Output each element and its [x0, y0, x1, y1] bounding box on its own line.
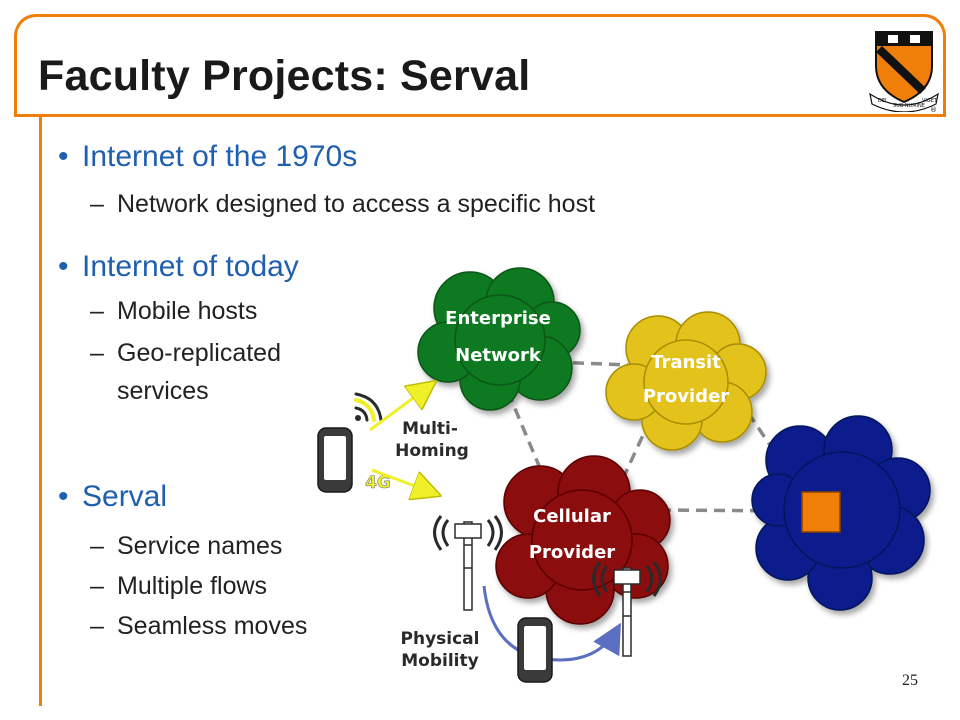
title-divider [14, 114, 946, 117]
bullet-internet-today: • Internet of today [58, 250, 299, 284]
4g-label: 4G [365, 473, 391, 493]
cellular-label-line2: Provider [529, 542, 615, 563]
enterprise-label-line1: Enterprise [445, 308, 551, 329]
bullet-dash: – [90, 612, 104, 640]
enterprise-network-cloud [417, 267, 581, 411]
bullet-dash: – [90, 190, 104, 218]
multihoming-label-line1: Multi- [402, 419, 458, 439]
bullet-dash: – [90, 532, 104, 560]
bullet-text: Internet of today [82, 250, 299, 283]
server-icon [801, 491, 841, 533]
sub-bullet-text: Multiple flows [117, 572, 268, 600]
sub-bullet: –Multiple flows [90, 570, 267, 602]
slide-title: Faculty Projects: Serval [38, 52, 531, 100]
sub-bullet: –Geo-replicated [90, 337, 281, 369]
sub-bullet: –Service names [90, 530, 282, 562]
bullet-dash: – [90, 339, 104, 367]
bullet-internet-1970s: • Internet of the 1970s [58, 140, 357, 174]
arrow-to-enterprise [369, 384, 432, 432]
physical-mobility-line2: Mobility [401, 651, 478, 671]
logo-banner-left: DEI [878, 98, 886, 104]
arrow-to-cellular [371, 468, 436, 494]
transit-label-line1: Transit [651, 352, 721, 373]
bullet-dot: • [58, 140, 69, 173]
cellular-label-line1: Cellular [533, 506, 611, 527]
transit-provider-cloud [605, 311, 767, 451]
mobile-phone-icon-moving [517, 617, 553, 683]
sub-bullet-text: Seamless moves [117, 612, 308, 640]
cellular-provider-cloud [495, 455, 671, 625]
logo-banner-right: VIGET [922, 98, 938, 104]
mobile-phone-icon [317, 427, 353, 493]
bullet-dash: – [90, 572, 104, 600]
title-frame [14, 14, 946, 116]
bullet-text: Internet of the 1970s [82, 140, 358, 173]
wifi-icon [354, 392, 383, 422]
sub-bullet: –Network designed to access a specific h… [90, 188, 595, 220]
sub-bullet-text: services [117, 377, 209, 405]
bullet-dot: • [58, 250, 69, 283]
bullet-serval: • Serval [58, 480, 167, 514]
sub-bullet: –Seamless moves [90, 610, 307, 642]
multihoming-label-line2: Homing [395, 441, 469, 461]
cell-tower-icon-left [433, 515, 503, 611]
left-rule [39, 114, 42, 706]
mobility-arrow [482, 585, 621, 662]
bullet-text: Serval [82, 480, 168, 513]
logo-registered-mark: ® [930, 106, 937, 112]
sub-bullet: –Mobile hosts [90, 295, 257, 327]
datacenter-cloud [751, 415, 931, 611]
physical-mobility-line1: Physical [401, 629, 480, 649]
transit-label-line2: Provider [643, 386, 729, 407]
sub-bullet-text: Geo-replicated [117, 339, 281, 367]
bullet-dot: • [58, 480, 69, 513]
bullet-dash: – [90, 297, 104, 325]
logo-banner-mid: SUB NUMINE [893, 103, 925, 109]
enterprise-label-line2: Network [455, 345, 542, 366]
sub-bullet-text: Service names [117, 532, 283, 560]
sub-bullet-continuation: services [90, 375, 209, 407]
sub-bullet-text: Mobile hosts [117, 297, 258, 325]
university-shield-logo: DEI SUB NUMINE VIGET ® [869, 31, 939, 112]
sub-bullet-text: Network designed to access a specific ho… [117, 190, 596, 218]
page-number: 25 [902, 672, 918, 689]
cell-tower-icon-right [592, 561, 662, 657]
